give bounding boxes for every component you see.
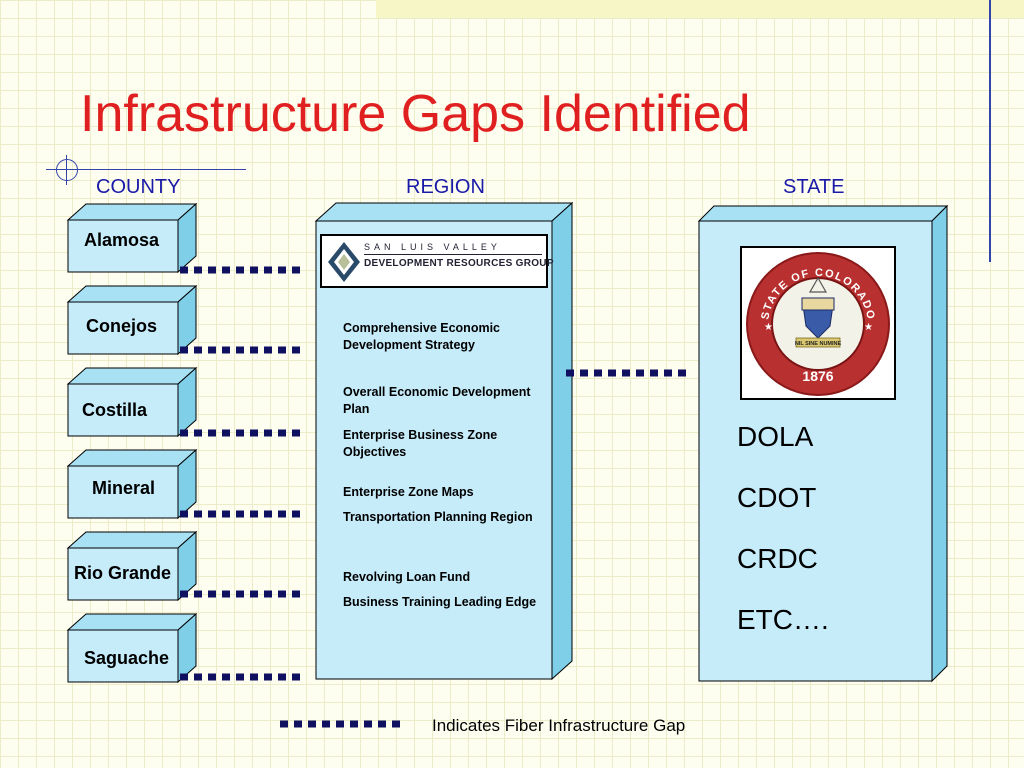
- seal-motto: NIL SINE NUMINE: [795, 341, 842, 347]
- logo-line-2: DEVELOPMENT RESOURCES GROUP: [364, 258, 554, 269]
- decorative-tick: [66, 155, 67, 185]
- county-heading: COUNTY: [96, 176, 181, 198]
- svg-text:★: ★: [864, 322, 873, 333]
- county-label-conejos: Conejos: [86, 316, 158, 336]
- top-band: [376, 0, 1024, 18]
- region-heading: REGION: [406, 176, 485, 198]
- logo-divider: [364, 254, 542, 255]
- county-box-saguache: [66, 612, 198, 684]
- seal-year: 1876: [802, 368, 833, 384]
- legend-label: Indicates Fiber Infrastructure Gap: [432, 716, 686, 735]
- sldrg-logo: SAN LUIS VALLEY DEVELOPMENT RESOURCES GR…: [320, 234, 553, 288]
- state-heading: STATE: [783, 176, 845, 198]
- slide-title: Infrastructure Gaps Identified: [80, 85, 751, 143]
- county-label-rio-grande: Rio Grande: [74, 563, 172, 583]
- state-item-cdot: CDOT: [737, 482, 817, 513]
- county-box-rio-grande: [66, 530, 198, 602]
- region-item-btle: Business Training Leading Edge: [343, 595, 537, 609]
- colorado-seal-icon: STATE OF COLORADO NIL SINE NUMINE 1876 ★…: [746, 252, 890, 396]
- logo-line-1: SAN LUIS VALLEY: [364, 242, 501, 252]
- county-box-costilla: [66, 366, 198, 438]
- state-item-crdc: CRDC: [737, 543, 818, 574]
- state-item-etc: ETC….: [737, 604, 829, 635]
- colorado-seal-frame: STATE OF COLORADO NIL SINE NUMINE 1876 ★…: [740, 246, 896, 400]
- decorative-vertical-line: [989, 0, 991, 262]
- region-item-ceds: Comprehensive Economic Development Strat…: [343, 321, 500, 352]
- region-item-ebzo: Enterprise Business Zone Objectives: [343, 428, 498, 459]
- decorative-circle: [56, 159, 78, 181]
- county-label-alamosa: Alamosa: [84, 230, 160, 250]
- county-label-saguache: Saguache: [84, 648, 170, 668]
- county-label-costilla: Costilla: [82, 400, 148, 420]
- state-item-dola: DOLA: [737, 421, 814, 452]
- region-item-oedp: Overall Economic Development Plan: [343, 385, 531, 416]
- county-label-mineral: Mineral: [92, 478, 156, 498]
- region-box: [314, 201, 574, 681]
- county-box-alamosa: [66, 202, 198, 274]
- region-item-ezm: Enterprise Zone Maps: [343, 485, 474, 499]
- svg-text:★: ★: [764, 322, 773, 333]
- region-item-tpr: Transportation Planning Region: [343, 510, 533, 524]
- county-box-conejos: [66, 284, 198, 356]
- region-item-rlf: Revolving Loan Fund: [343, 570, 471, 584]
- county-box-mineral: [66, 448, 198, 520]
- decorative-rule: [46, 169, 246, 170]
- diamond-logo-icon: [328, 242, 360, 282]
